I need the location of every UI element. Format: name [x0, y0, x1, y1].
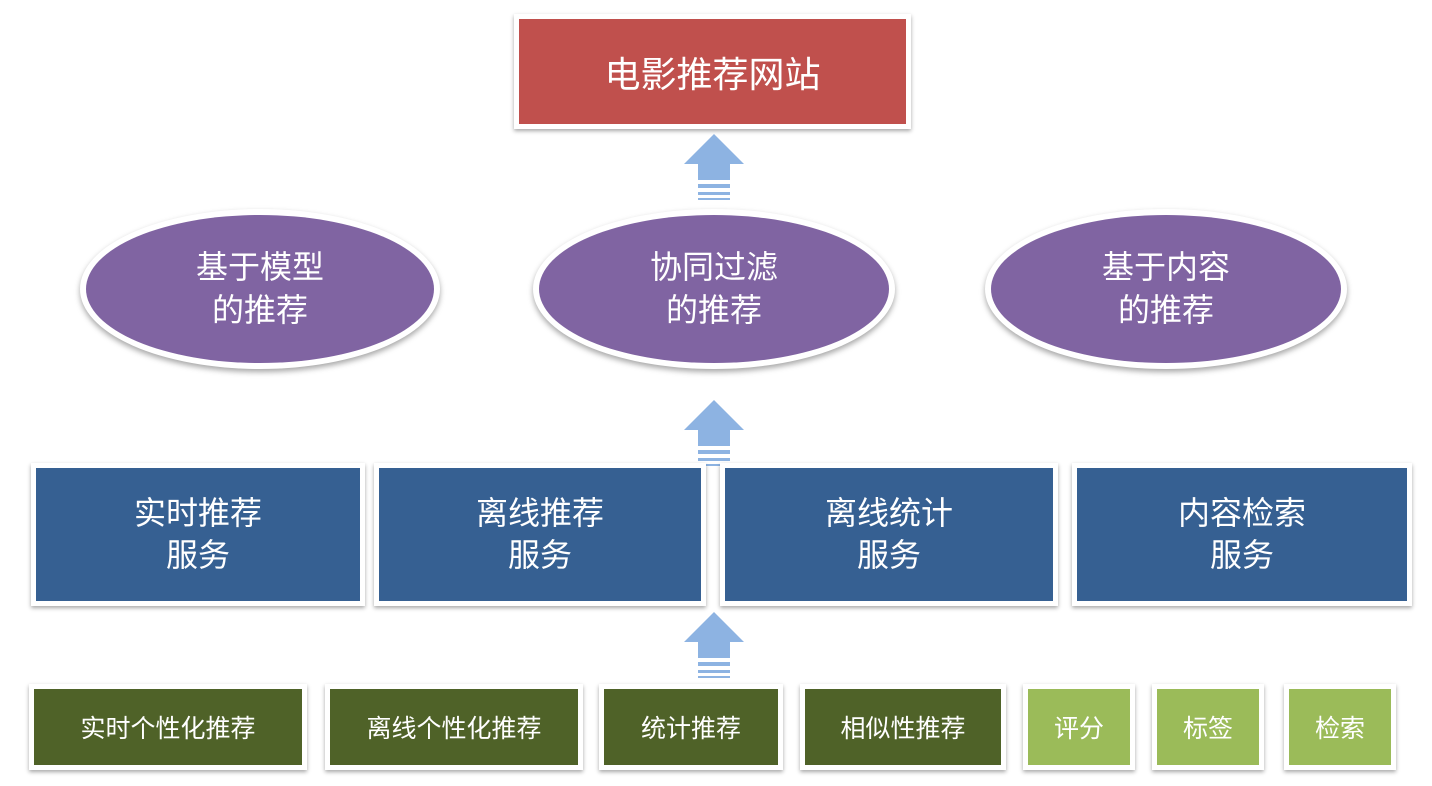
service-search-box: 内容检索 服务	[1077, 468, 1407, 601]
algo-cf-line1: 协同过滤	[649, 247, 778, 286]
algo-ellipse-model: 基于模型 的推荐	[80, 209, 440, 369]
service-offline-box: 离线推荐 服务	[379, 468, 701, 601]
data-tag-frame: 标签	[1152, 684, 1264, 770]
algo-ellipse-content: 基于内容 的推荐	[985, 209, 1347, 369]
feature-realtime-box: 实时个性化推荐	[34, 689, 302, 765]
feature-stats-frame: 统计推荐	[599, 684, 783, 770]
service-stats-line1: 离线统计	[824, 493, 953, 532]
data-tag-box: 标签	[1157, 689, 1259, 765]
feature-similar-box: 相似性推荐	[805, 689, 1001, 765]
algo-cf-line2: 的推荐	[665, 291, 762, 329]
feature-realtime-label: 实时个性化推荐	[80, 714, 256, 743]
website-label: 电影推荐网站	[604, 54, 821, 96]
arrow-up-icon	[684, 612, 744, 678]
data-rating-box: 评分	[1028, 689, 1130, 765]
data-search-label: 检索	[1314, 714, 1365, 743]
feature-offline-label: 离线个性化推荐	[366, 714, 542, 743]
service-offline-line1: 离线推荐	[475, 493, 604, 532]
data-search-box: 检索	[1289, 689, 1391, 765]
arrow-up-icon	[684, 134, 744, 200]
data-rating-frame: 评分	[1023, 684, 1135, 770]
service-realtime-line2: 服务	[165, 535, 230, 574]
website-box: 电影推荐网站	[519, 19, 906, 124]
feature-stats-label: 统计推荐	[640, 714, 741, 743]
service-stats-box: 离线统计 服务	[725, 468, 1053, 601]
feature-realtime-frame: 实时个性化推荐	[29, 684, 307, 770]
algo-model-line2: 的推荐	[211, 291, 308, 329]
data-rating-label: 评分	[1053, 714, 1104, 743]
service-realtime-line1: 实时推荐	[133, 493, 262, 532]
feature-similar-frame: 相似性推荐	[800, 684, 1006, 770]
algo-ellipse-cf: 协同过滤 的推荐	[533, 209, 895, 369]
website-frame: 电影推荐网站	[514, 14, 911, 129]
service-stats-line2: 服务	[856, 535, 921, 574]
algo-model-line1: 基于模型	[195, 247, 324, 286]
service-offline-line2: 服务	[507, 535, 572, 574]
service-realtime-frame: 实时推荐 服务	[31, 463, 365, 606]
algo-content-line1: 基于内容	[1101, 247, 1230, 286]
service-offline-frame: 离线推荐 服务	[374, 463, 706, 606]
service-search-line2: 服务	[1209, 535, 1274, 574]
service-search-frame: 内容检索 服务	[1072, 463, 1412, 606]
feature-stats-box: 统计推荐	[604, 689, 778, 765]
feature-offline-box: 离线个性化推荐	[330, 689, 578, 765]
feature-offline-frame: 离线个性化推荐	[325, 684, 583, 770]
service-realtime-box: 实时推荐 服务	[36, 468, 360, 601]
algo-content-line2: 的推荐	[1117, 291, 1214, 329]
service-stats-frame: 离线统计 服务	[720, 463, 1058, 606]
arrow-up-icon	[684, 400, 744, 466]
service-search-line1: 内容检索	[1177, 493, 1306, 532]
data-search-frame: 检索	[1284, 684, 1396, 770]
feature-similar-label: 相似性推荐	[840, 714, 966, 743]
data-tag-label: 标签	[1182, 714, 1233, 743]
